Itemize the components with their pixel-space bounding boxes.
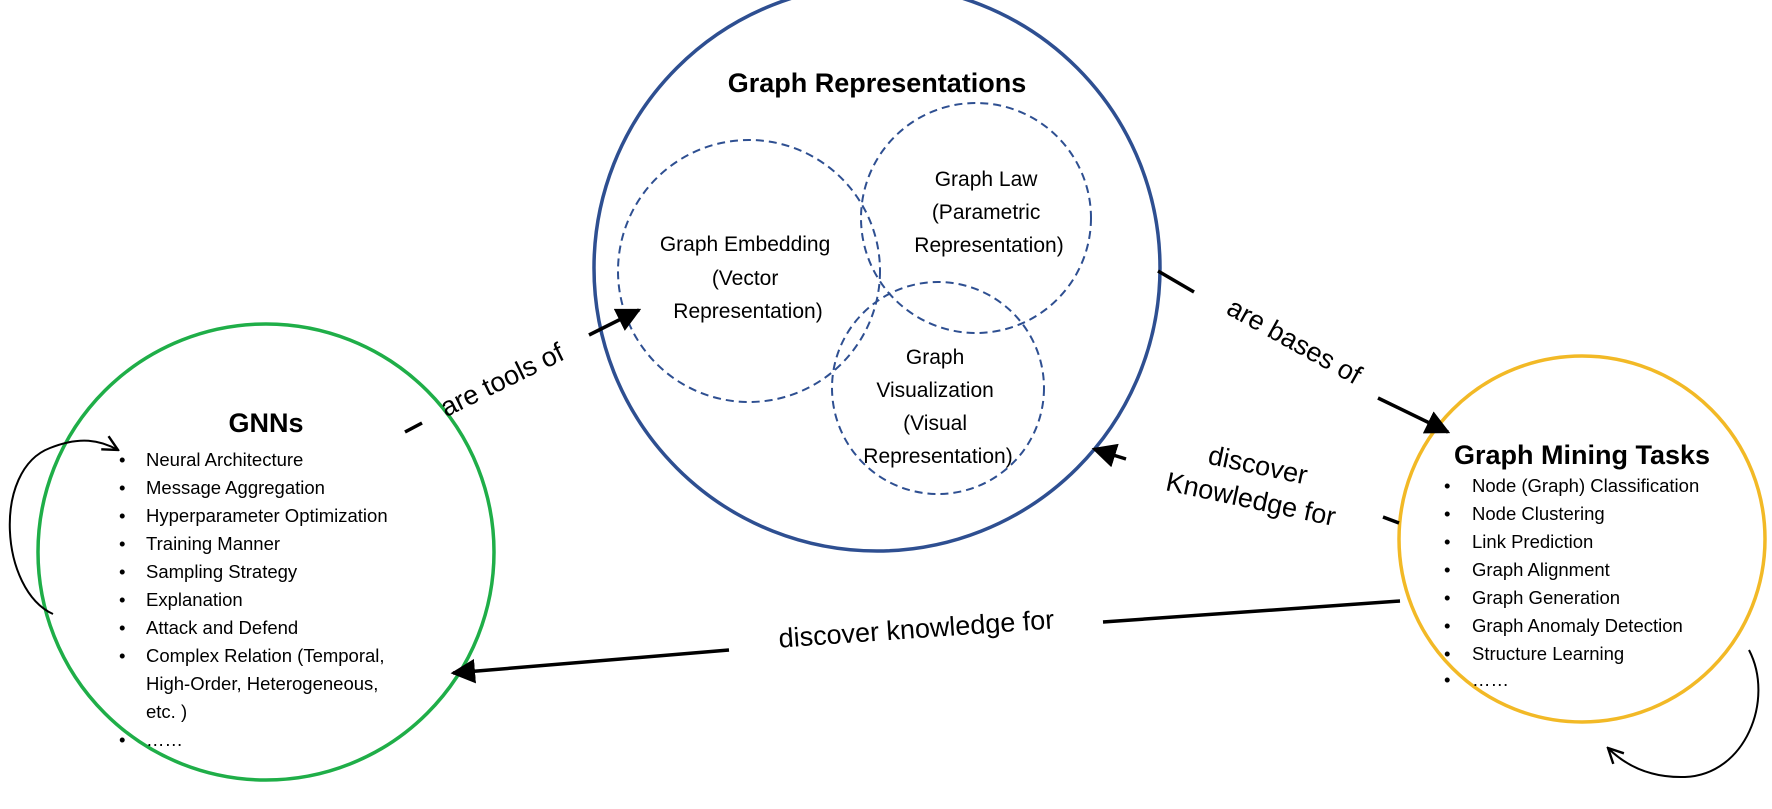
edge-label-are-bases-of: are bases of bbox=[1222, 292, 1367, 391]
graph-mining-tasks-node: Graph Mining Tasks • Node (Graph) Classi… bbox=[1397, 354, 1767, 724]
arrow-segment bbox=[1157, 269, 1195, 294]
graph-embedding-label: Graph Embedding (Vector Representation) bbox=[660, 233, 836, 323]
gnns-item-list: • Neural Architecture • Message Aggregat… bbox=[119, 449, 388, 750]
graph-mining-tasks-title: Graph Mining Tasks bbox=[1454, 440, 1710, 470]
gnns-self-loop-arrow bbox=[8, 441, 118, 615]
list-bullet: • bbox=[119, 561, 125, 582]
arrow-segment bbox=[1377, 396, 1451, 434]
list-bullet: • bbox=[1444, 669, 1450, 690]
graph-representations-circle bbox=[592, 0, 1162, 553]
graph-representations-node: Graph Representations Graph Embedding (V… bbox=[592, 0, 1162, 553]
tasks-list-item: Link Prediction bbox=[1472, 531, 1593, 552]
list-bullet: • bbox=[1444, 531, 1450, 552]
list-bullet: • bbox=[119, 645, 125, 666]
gnns-list-item: Sampling Strategy bbox=[146, 561, 298, 582]
edge-are-bases-of: are bases of bbox=[1157, 269, 1451, 434]
gnns-list-item: High-Order, Heterogeneous, bbox=[146, 673, 378, 694]
graph-law-label: Graph Law (Parametric Representation) bbox=[914, 168, 1063, 257]
list-bullet: • bbox=[1444, 643, 1450, 664]
tasks-list-item: …… bbox=[1472, 669, 1509, 690]
tasks-list-item: Node Clustering bbox=[1472, 503, 1605, 524]
gnns-list-item: etc. ) bbox=[146, 701, 187, 722]
arrow-segment bbox=[1382, 515, 1400, 525]
gnns-list-item: Complex Relation (Temporal, bbox=[146, 645, 385, 666]
graph-embedding-circle bbox=[617, 139, 881, 403]
list-bullet: • bbox=[1444, 503, 1450, 524]
list-bullet: • bbox=[1444, 559, 1450, 580]
gnns-list-item: Message Aggregation bbox=[146, 477, 325, 498]
graph-representations-title: Graph Representations bbox=[728, 68, 1027, 98]
gnns-circle bbox=[36, 322, 496, 782]
edge-are-tools-of: are tools of bbox=[404, 308, 642, 434]
tasks-list-item: Graph Anomaly Detection bbox=[1472, 615, 1683, 636]
arrow-segment bbox=[404, 421, 423, 434]
graph-mining-tasks-circle bbox=[1397, 354, 1767, 724]
list-bullet: • bbox=[119, 589, 125, 610]
gnns-list-item: Neural Architecture bbox=[146, 449, 303, 470]
list-bullet: • bbox=[119, 533, 125, 554]
arrow-segment bbox=[1102, 599, 1401, 624]
gnns-list-item: Explanation bbox=[146, 589, 243, 610]
edge-label-are-tools-of: are tools of bbox=[435, 337, 569, 423]
edge-label-discover-knowledge-for: discover knowledge for bbox=[778, 604, 1056, 653]
edge-discover-knowledge-for-gnns: discover knowledge for bbox=[450, 599, 1401, 684]
list-bullet: • bbox=[119, 505, 125, 526]
arrow-segment bbox=[450, 648, 730, 684]
tasks-list-item: Structure Learning bbox=[1472, 643, 1624, 664]
list-bullet: • bbox=[119, 477, 125, 498]
list-bullet: • bbox=[1444, 475, 1450, 496]
gnns-list-item: …… bbox=[146, 729, 183, 750]
gnns-title: GNNs bbox=[228, 408, 303, 438]
list-bullet: • bbox=[119, 729, 125, 750]
tasks-item-list: • Node (Graph) Classification • Node Clu… bbox=[1444, 475, 1699, 690]
tasks-list-item: Node (Graph) Classification bbox=[1472, 475, 1699, 496]
list-bullet: • bbox=[119, 449, 125, 470]
tasks-list-item: Graph Alignment bbox=[1472, 559, 1610, 580]
graph-visualization-label: Graph Visualization (Visual Representati… bbox=[863, 346, 1012, 468]
gnns-list-item: Hyperparameter Optimization bbox=[146, 505, 388, 526]
gnns-list-item: Attack and Defend bbox=[146, 617, 298, 638]
list-bullet: • bbox=[1444, 615, 1450, 636]
tasks-list-item: Graph Generation bbox=[1472, 587, 1620, 608]
list-bullet: • bbox=[119, 617, 125, 638]
graph-visualization-circle bbox=[831, 281, 1045, 495]
arrow-segment bbox=[1091, 443, 1127, 468]
tasks-self-loop-arrow bbox=[1608, 649, 1760, 779]
graph-law-circle bbox=[860, 102, 1092, 334]
gnns-list-item: Training Manner bbox=[146, 533, 280, 554]
list-bullet: • bbox=[1444, 587, 1450, 608]
gnns-node: GNNs • Neural Architecture • Message Agg… bbox=[36, 322, 496, 782]
edge-discover-knowledge-for-representations: discover Knowledge for bbox=[1091, 440, 1400, 532]
arrow-segment bbox=[588, 308, 642, 337]
